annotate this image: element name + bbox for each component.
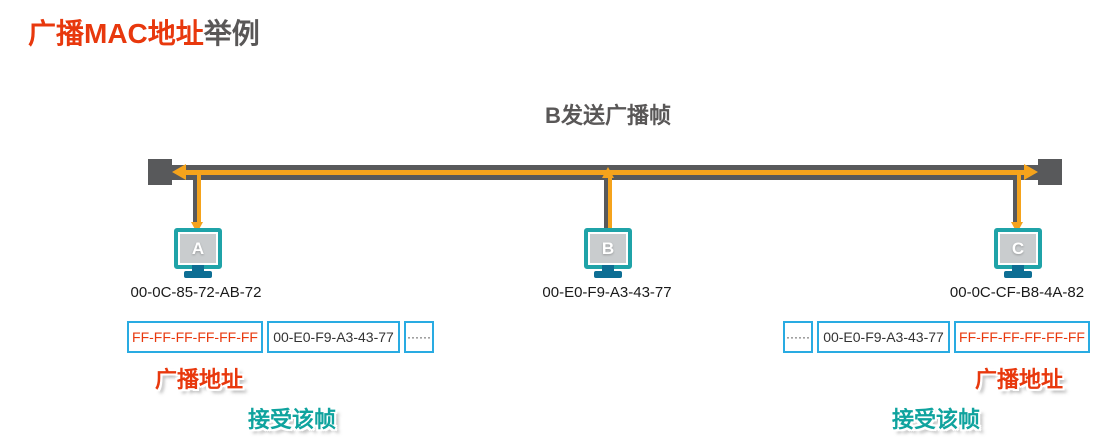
caption-b-sends-broadcast: B发送广播帧: [545, 103, 671, 128]
cable-a: [193, 180, 197, 222]
host-a-stand-base: [184, 271, 212, 278]
arrowhead-up-b-icon: [602, 167, 614, 178]
host-b-stand-base: [594, 271, 622, 278]
bus-terminator-right-icon: [1038, 159, 1062, 185]
callout-broadcast-address-right: 广播地址: [975, 367, 1064, 392]
bus-terminator-left-icon: [148, 159, 172, 185]
frame-right-dest-cell: FF-FF-FF-FF-FF-FF: [954, 321, 1090, 353]
broadcast-drop-b: [608, 178, 612, 233]
mac-address-c: 00-0C-CF-B8-4A-82: [949, 284, 1085, 301]
mac-address-a: 00-0C-85-72-AB-72: [130, 284, 262, 301]
host-b-computer-icon: B: [584, 228, 632, 269]
callout-accept-frame-right: 接受该帧: [892, 407, 981, 432]
host-c-letter: C: [1011, 238, 1025, 258]
frame-right-src-cell: 00-E0-F9-A3-43-77: [817, 321, 950, 353]
callout-broadcast-address-left: 广播地址: [155, 367, 244, 392]
frame-left-rest-cell: ······: [404, 321, 434, 353]
host-c-stand-base: [1004, 271, 1032, 278]
frame-left: FF-FF-FF-FF-FF-FF 00-E0-F9-A3-43-77 ····…: [127, 321, 434, 353]
arrowhead-left-icon: [172, 164, 186, 180]
host-b-stand-neck: [602, 265, 614, 272]
page-title: 广播MAC地址举例: [28, 12, 260, 52]
frame-left-dest-cell: FF-FF-FF-FF-FF-FF: [127, 321, 263, 353]
page-title-highlight: 广播MAC地址: [28, 18, 204, 49]
arrowhead-down-a-icon: [191, 222, 203, 233]
broadcast-drop-c: [1017, 174, 1021, 222]
cable-c: [1013, 180, 1017, 222]
mac-address-b: 00-E0-F9-A3-43-77: [542, 284, 672, 301]
frame-right-rest-cell: ······: [783, 321, 813, 353]
host-a-letter: A: [191, 238, 205, 258]
cable-b: [604, 180, 608, 233]
frame-right: ······ 00-E0-F9-A3-43-77 FF-FF-FF-FF-FF-…: [783, 321, 1090, 353]
page-title-suffix: 举例: [203, 18, 260, 49]
host-a-stand-neck: [192, 265, 204, 272]
host-a-computer-icon: A: [174, 228, 222, 269]
frame-left-src-cell: 00-E0-F9-A3-43-77: [267, 321, 400, 353]
host-c-computer-icon: C: [994, 228, 1042, 269]
arrowhead-down-c-icon: [1011, 222, 1023, 233]
host-b-letter: B: [601, 238, 615, 258]
callout-accept-frame-left: 接受该帧: [248, 407, 337, 432]
broadcast-drop-a: [197, 174, 201, 222]
host-c-stand-neck: [1012, 265, 1024, 272]
arrowhead-right-icon: [1024, 164, 1038, 180]
